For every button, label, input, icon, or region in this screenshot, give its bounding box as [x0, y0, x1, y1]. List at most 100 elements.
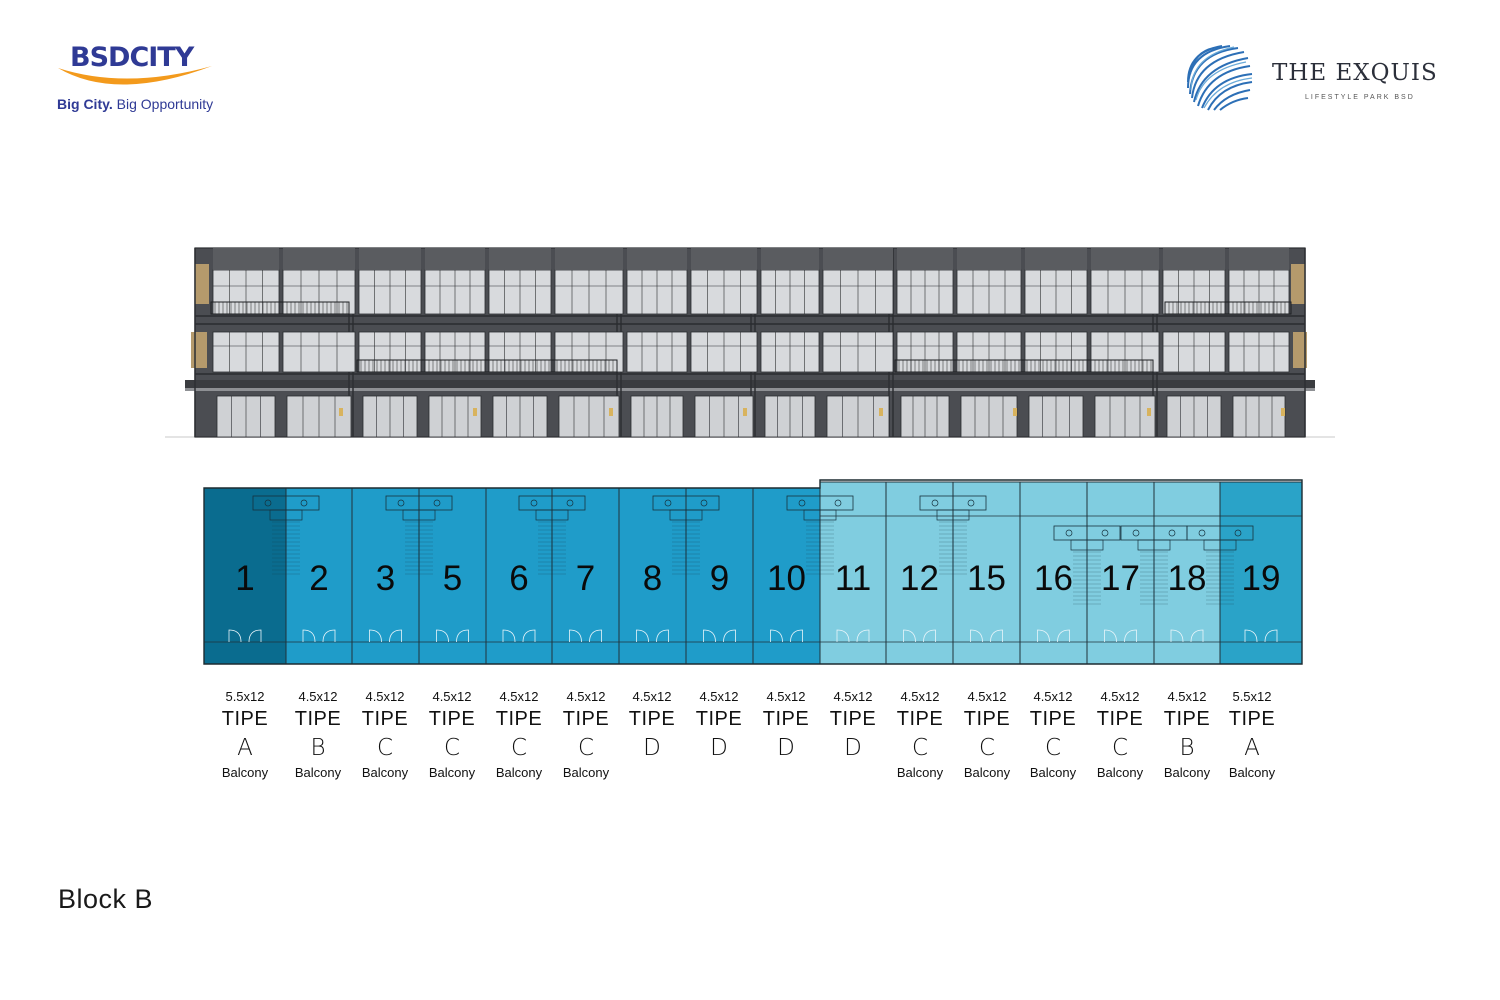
unit-cell: [1019, 481, 1088, 665]
unit-type: D: [710, 735, 728, 761]
unit-tipe-label: TIPE: [221, 708, 269, 730]
unit-balcony: [819, 764, 887, 782]
unit-type: D: [643, 735, 661, 761]
unit-number: 3: [376, 559, 395, 598]
facade-bay: [1090, 248, 1160, 438]
unit-tipe-label: TIPE: [695, 708, 743, 730]
unit-number: 18: [1168, 559, 1207, 598]
unit-balcony: Balcony: [428, 765, 476, 780]
facade-bay: [488, 248, 552, 438]
city-word: CITY: [129, 42, 194, 73]
unit-cell: [819, 481, 887, 665]
unit-tipe-label: TIPE: [562, 708, 610, 730]
stair-core: [1053, 525, 1121, 610]
facade-bay: [358, 248, 422, 438]
unit-number: 9: [710, 559, 729, 598]
unit-size: 4.5x12: [365, 689, 405, 704]
unit-tipe-label: TIPE: [1228, 708, 1276, 730]
unit-tipe-label: TIPE: [428, 708, 476, 730]
exquis-subtitle: LIFESTYLE PARK BSD: [1305, 94, 1415, 101]
unit-number: 11: [835, 559, 871, 598]
bsd-tagline: Big City. Big Opportunity: [57, 96, 213, 112]
unit-size: 4.5x12: [699, 689, 739, 704]
unit-size: 4.5x12: [298, 689, 338, 704]
stair-core: [252, 495, 320, 580]
building-elevation: [165, 247, 1335, 438]
unit-type: C: [376, 735, 394, 761]
facade-bay: [626, 248, 688, 438]
unit-number: 1: [235, 559, 254, 598]
unit-size: 4.5x12: [1100, 689, 1140, 704]
unit-tipe-label: TIPE: [1163, 708, 1211, 730]
facade-bay: [690, 248, 758, 438]
unit-number: 19: [1242, 559, 1281, 598]
unit-size: 4.5x12: [766, 689, 806, 704]
bsd-city-wordmark: BSDCITY: [70, 42, 194, 73]
block-label: Block B: [58, 884, 154, 914]
exquis-title: THE EXQUIS: [1272, 60, 1438, 86]
bsd-city-logo: BSDCITY Big City. Big Opportunity: [56, 40, 226, 120]
facade-bay: [760, 248, 820, 438]
unit-tipe-label: TIPE: [1096, 708, 1144, 730]
unit-balcony: Balcony: [1096, 765, 1144, 780]
unit-cell: [351, 487, 420, 665]
unit-number: 8: [643, 559, 662, 598]
unit-number: 17: [1101, 559, 1140, 598]
unit-balcony: Balcony: [562, 765, 610, 780]
unit-cell: [752, 487, 821, 665]
unit-size: 4.5x12: [900, 689, 940, 704]
unit-cell: [485, 487, 553, 665]
unit-size: 5.5x12: [225, 689, 265, 704]
stair-core: [919, 495, 987, 580]
unit-size: 4.5x12: [1167, 689, 1207, 704]
unit-type: C: [443, 735, 461, 761]
facade-bay: [424, 248, 486, 438]
facade-bay: [212, 248, 280, 438]
unit-tipe-label: TIPE: [896, 708, 944, 730]
facade-bay: [1228, 248, 1290, 438]
unit-type: C: [577, 735, 595, 761]
facade-bay: [1162, 248, 1226, 438]
unit-size: 4.5x12: [566, 689, 606, 704]
unit-type: C: [1111, 735, 1129, 761]
unit-size: 4.5x12: [632, 689, 672, 704]
unit-tipe-label: TIPE: [361, 708, 409, 730]
tagline-bold: Big City.: [57, 96, 113, 112]
unit-type: D: [777, 735, 795, 761]
unit-type: C: [510, 735, 528, 761]
unit-cell: [952, 481, 1021, 665]
unit-tipe-label: TIPE: [963, 708, 1011, 730]
tagline-rest: Big Opportunity: [112, 96, 214, 112]
unit-size: 4.5x12: [967, 689, 1007, 704]
unit-balcony: Balcony: [361, 765, 409, 780]
unit-size: 4.5x12: [499, 689, 539, 704]
facade-bay: [822, 248, 894, 438]
unit-number: 15: [967, 559, 1006, 598]
unit-tipe-label: TIPE: [762, 708, 810, 730]
unit-size: 4.5x12: [833, 689, 873, 704]
unit-cell: [418, 487, 487, 665]
unit-number: 7: [576, 559, 595, 598]
unit-size: 4.5x12: [1033, 689, 1073, 704]
unit-balcony: [618, 764, 686, 782]
stair-core: [652, 495, 720, 580]
facade-bay: [896, 248, 954, 438]
unit-type: A: [237, 735, 253, 761]
unit-cell: [551, 487, 620, 665]
stair-core: [1186, 525, 1254, 610]
wave-emblem-icon: [1187, 45, 1253, 111]
unit-tipe-label: TIPE: [495, 708, 543, 730]
unit-balcony: Balcony: [963, 765, 1011, 780]
